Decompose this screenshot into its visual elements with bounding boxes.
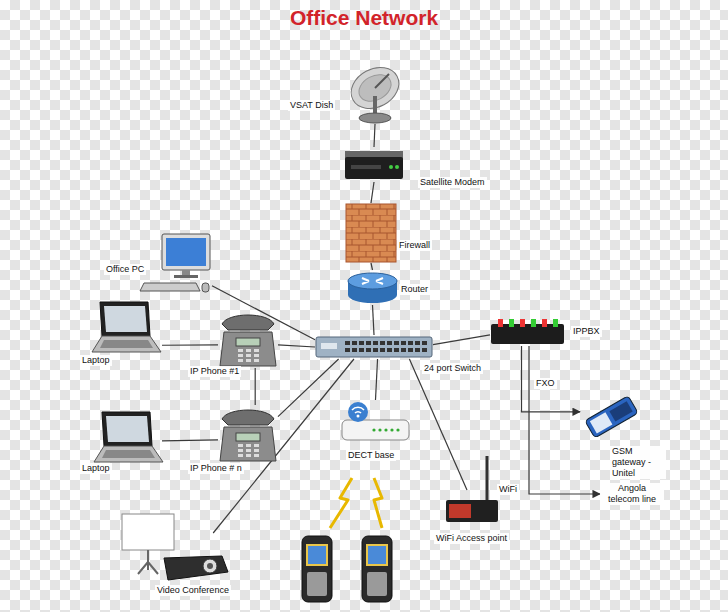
network-link — [373, 305, 375, 335]
device-label: IPPBX — [571, 326, 602, 337]
device-icon — [580, 395, 642, 437]
radio-zigzag — [330, 478, 352, 528]
device-icon — [443, 490, 503, 525]
network-device: Video Conference — [118, 512, 230, 582]
network-link — [213, 359, 354, 533]
network-link — [255, 368, 256, 405]
network-link — [278, 345, 315, 347]
note-label: WiFi — [497, 484, 519, 495]
device-label: Laptop — [80, 355, 112, 366]
device-label: Laptop — [80, 463, 112, 474]
device-label: Router — [399, 284, 430, 295]
device-icon — [345, 203, 397, 263]
device-label: IP Phone # n — [188, 463, 244, 474]
device-icon — [92, 410, 162, 466]
device-icon — [218, 310, 278, 368]
network-device: GSM gateway - Unitel — [580, 395, 642, 437]
device-label: Video Conference — [155, 585, 231, 596]
device-icon — [118, 512, 230, 582]
mobile-phone — [362, 536, 392, 602]
network-device: Router — [345, 270, 400, 305]
network-link — [162, 440, 218, 441]
device-icon — [338, 400, 413, 442]
device-label: IP Phone #1 — [188, 366, 241, 377]
network-device: Angola telecom line — [600, 483, 666, 505]
device-label: Satellite Modem — [418, 177, 487, 188]
network-link — [433, 335, 490, 345]
network-device: DECT base — [338, 400, 413, 442]
device-icon — [140, 233, 212, 295]
diagram-title: Office Network — [0, 6, 728, 30]
link-label: FXO — [534, 378, 557, 389]
network-device: Firewall — [345, 203, 397, 263]
network-device: 24 port Switch — [315, 335, 433, 359]
network-link — [409, 359, 467, 490]
device-label: WiFi Access point — [434, 533, 509, 544]
device-label: DECT base — [346, 450, 396, 461]
mobile-phone — [302, 536, 332, 602]
network-device: WiFi Access point — [443, 490, 503, 525]
network-device: Laptop — [90, 300, 162, 358]
device-label: Firewall — [397, 240, 432, 251]
network-device: Laptop — [92, 410, 162, 466]
network-link — [376, 359, 378, 400]
device-icon — [90, 300, 162, 358]
device-icon — [315, 335, 433, 359]
device-icon — [343, 147, 405, 182]
device-label: 24 port Switch — [422, 363, 483, 374]
device-label: Office PC — [104, 264, 146, 275]
network-device: VSAT Dish — [345, 62, 405, 124]
device-label: GSM gateway - Unitel — [610, 446, 666, 479]
network-link — [278, 359, 339, 417]
device-icon — [490, 318, 565, 346]
network-device: IP Phone #1 — [218, 310, 278, 368]
network-link — [374, 124, 375, 147]
device-icon — [345, 62, 405, 124]
network-link — [522, 346, 581, 412]
network-link — [162, 344, 218, 346]
device-label: Angola telecom line — [600, 483, 664, 505]
device-icon — [218, 405, 278, 463]
network-link — [371, 263, 373, 270]
network-link — [371, 182, 374, 203]
network-device: Office PC — [140, 233, 212, 295]
device-label: VSAT Dish — [288, 100, 335, 111]
radio-zigzag — [374, 478, 382, 528]
device-icon — [345, 270, 400, 305]
radio-link — [330, 478, 382, 528]
network-device: IP Phone # n — [218, 405, 278, 463]
network-device: Satellite Modem — [343, 147, 405, 182]
network-device: IPPBX — [490, 318, 565, 346]
